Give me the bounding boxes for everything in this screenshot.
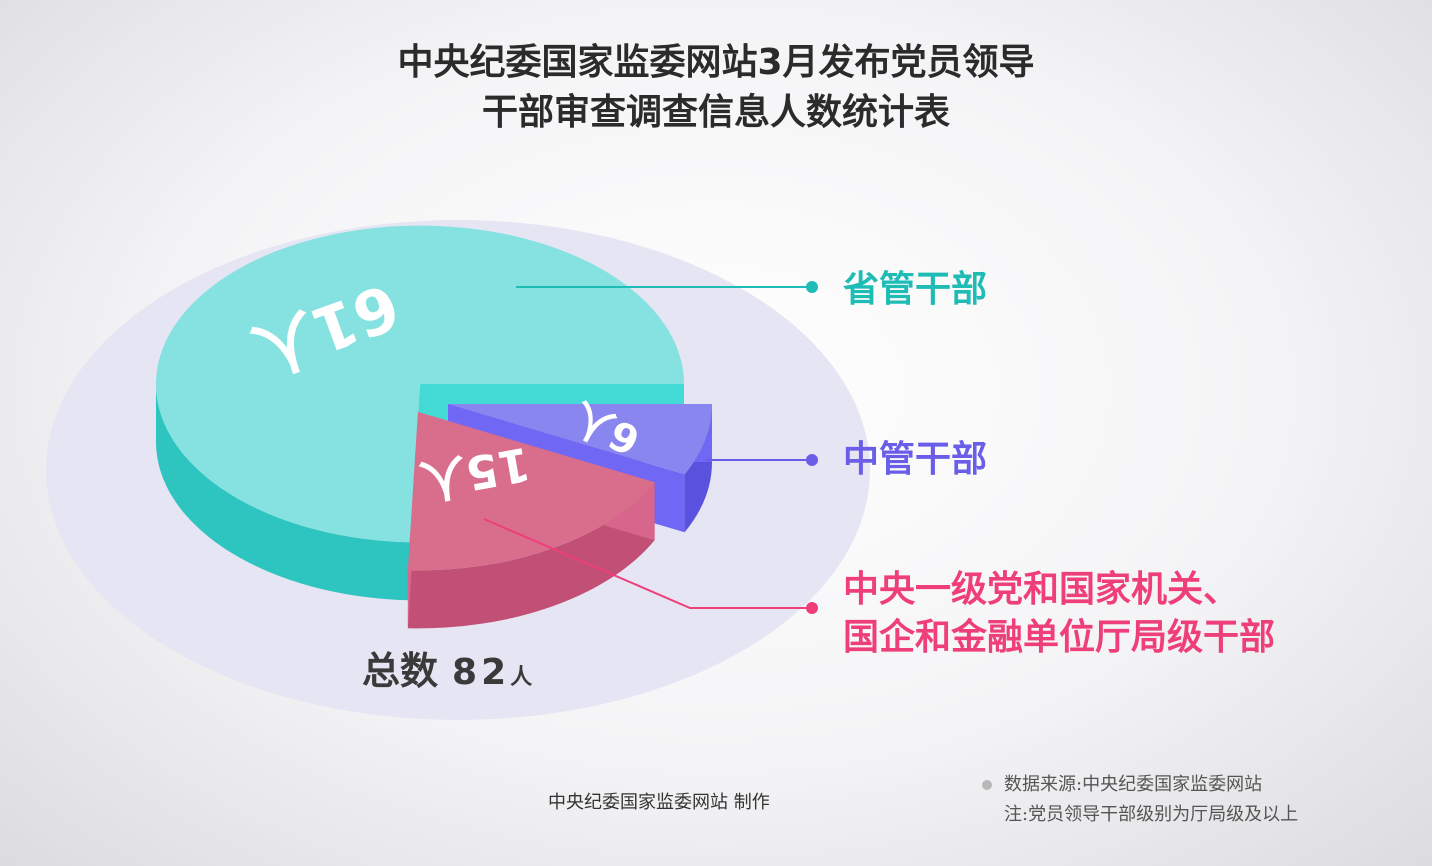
legend-label-central: 中管干部 <box>843 436 987 484</box>
footnote-level: 注:党员领导干部级别为厅局级及以上 <box>1004 804 1299 825</box>
leader-dot-central <box>806 454 818 466</box>
leader-line-bureau-level <box>483 518 812 609</box>
leader-dot-provincial <box>806 281 818 293</box>
legend-label-provincial: 省管干部 <box>843 266 987 314</box>
slice-side-central <box>684 404 712 533</box>
bullet-dot <box>982 780 992 790</box>
total-count: 总数 82人 <box>362 640 532 695</box>
chart-title: 中央纪委国家监委网站3月发布党员领导 干部审查调查信息人数统计表 <box>0 38 1432 138</box>
maker-credit: 中央纪委国家监委网站 制作 <box>548 792 770 813</box>
chart-title-line-1: 中央纪委国家监委网站3月发布党员领导 <box>397 42 1035 83</box>
slice-top-provincial <box>156 225 684 543</box>
slice-top-central <box>448 404 712 475</box>
legend-label-bureau-level: 中央一级党和国家机关、 国企和金融单位厅局级干部 <box>843 566 1275 662</box>
legend-text: 省管干部 <box>843 269 988 310</box>
chart-title-line-2: 干部审查调查信息人数统计表 <box>481 92 950 133</box>
slice-side-bureau-level <box>407 482 655 629</box>
legend-text-line-2: 国企和金融单位厅局级干部 <box>843 617 1276 658</box>
total-unit: 人 <box>510 665 533 690</box>
footnotes: 数据来源:中央纪委国家监委网站 注:党员领导干部级别为厅局级及以上 <box>982 770 1298 830</box>
slice-side-provincial <box>156 384 410 601</box>
legend-text: 中管干部 <box>843 439 988 480</box>
leader-dot-bureau-level <box>806 602 818 614</box>
legend-text-line-1: 中央一级党和国家机关、 <box>843 569 1240 610</box>
data-source: 数据来源:中央纪委国家监委网站 <box>1004 774 1263 795</box>
slice-top-bureau-level <box>407 412 655 571</box>
total-value: 82 <box>452 652 511 693</box>
total-label: 总数 <box>362 649 439 693</box>
